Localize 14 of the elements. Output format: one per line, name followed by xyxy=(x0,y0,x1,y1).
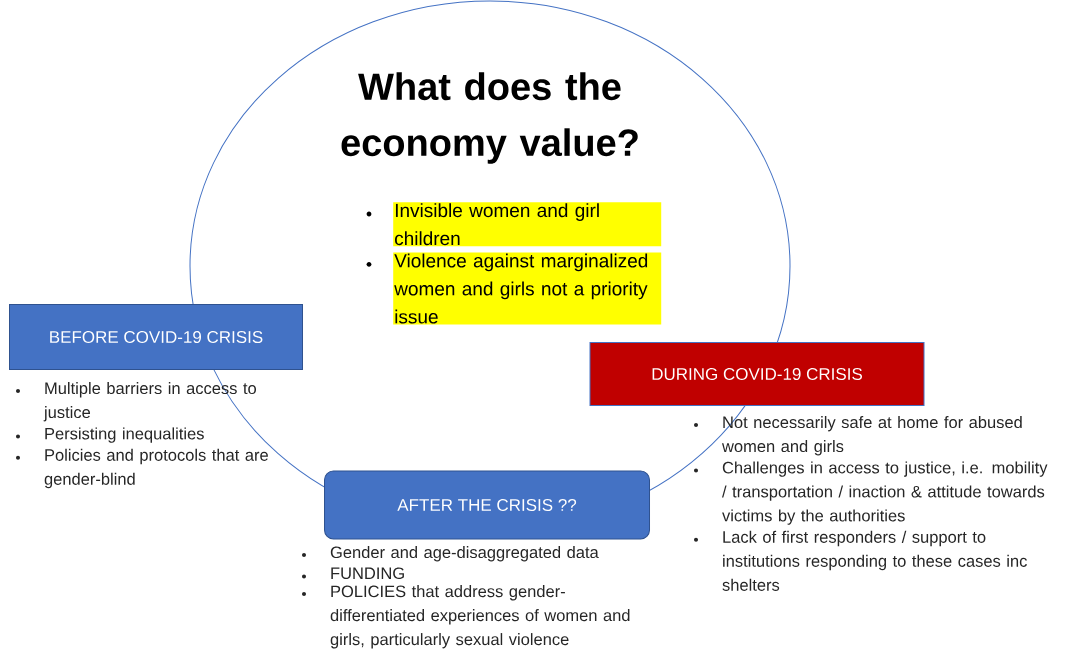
bullet-item: Gender and age-disaggregated data xyxy=(330,546,599,562)
highlighted-text: Invisible women and girl children xyxy=(393,202,662,247)
bullet-item: POLICIES that address gender-differentiated experiences of women and girls, particularly sexual violence xyxy=(330,585,630,649)
heading-box: AFTER THE CRISIS ?? xyxy=(324,470,650,540)
bullet-item: Policies and protocols that are gender-blind xyxy=(44,448,268,489)
heading-box: DURING COVID-19 CRISIS xyxy=(589,342,925,406)
bullet-item: Persisting inequalities xyxy=(45,427,204,443)
title: What does the economy value? xyxy=(341,72,638,164)
bullet-item: Challenges in access to justice, i.e. mobility / transportation / inaction & attitude towards victims by the authorities xyxy=(722,461,1048,525)
bullet-item: Multiple barriers in access to justice xyxy=(43,382,256,422)
bullet-item: Lack of first responders / support to institutions responding to these cases inc shelters xyxy=(722,530,1027,591)
highlighted-text: Violence against marginalized women and girls not a priority issue xyxy=(393,252,662,325)
heading-box: BEFORE COVID-19 CRISIS xyxy=(9,304,303,370)
bullet-item: FUNDING xyxy=(331,567,404,580)
